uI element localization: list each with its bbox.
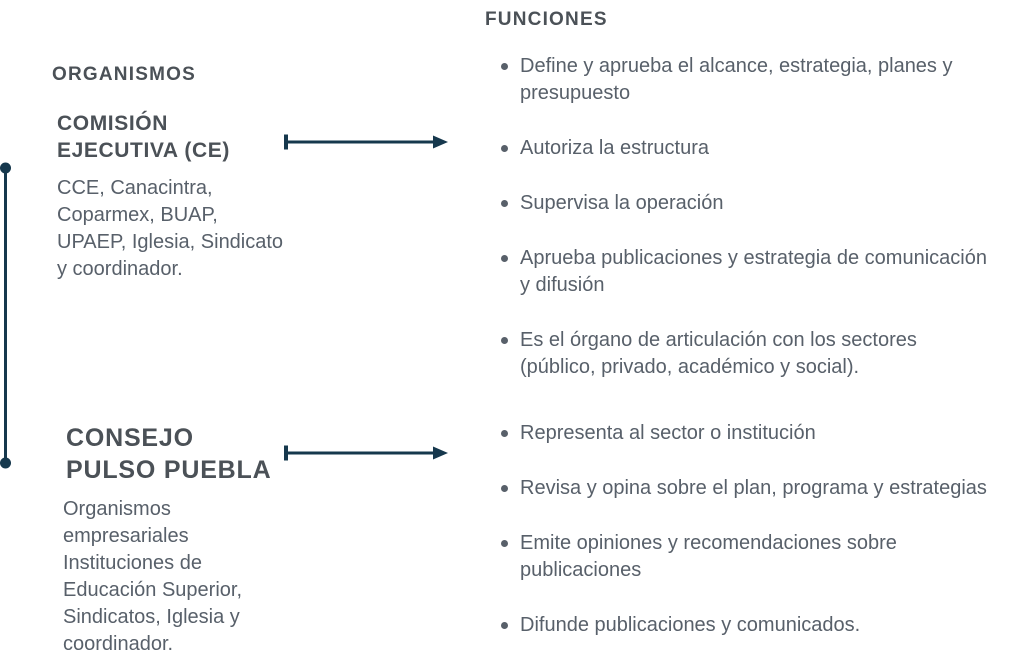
org-title-line: PULSO PUEBLA — [66, 456, 272, 484]
function-item: Difunde publicaciones y comunicados. — [487, 612, 992, 639]
function-item: Es el órgano de articulación con los sec… — [487, 327, 992, 381]
bracket-top-dot — [0, 162, 11, 174]
org-description-line: coordinador. — [63, 633, 174, 655]
org-title-line: COMISIÓN — [57, 112, 168, 135]
arrowhead-icon — [433, 135, 448, 149]
functions-list-consejo-pulso-puebla: Representa al sector o institución Revis… — [487, 420, 992, 667]
function-item: Representa al sector o institución — [487, 420, 992, 447]
org-description-consejo-pulso-puebla: Organismos empresariales Instituciones d… — [63, 496, 242, 658]
org-description-line: y coordinador. — [57, 258, 183, 280]
org-description-line: UPAEP, Iglesia, Sindicato — [57, 231, 284, 253]
connector-arrow-ce — [284, 134, 448, 150]
org-description-line: CCE, Canacintra, — [57, 177, 213, 199]
functions-list-comision-ejecutiva: Define y aprueba el alcance, estrategia,… — [487, 53, 992, 409]
org-title-consejo-pulso-puebla: CONSEJO PULSO PUEBLA — [66, 422, 271, 486]
org-title-line: EJECUTIVA (CE) — [57, 139, 230, 162]
org-description-line: Coparmex, BUAP, — [57, 204, 218, 226]
org-title-comision-ejecutiva: COMISIÓN EJECUTIVA (CE) — [57, 110, 230, 164]
organisms-column-header: ORGANISMOS — [52, 64, 196, 85]
bracket-line — [0, 162, 11, 469]
org-title-line: CONSEJO — [66, 424, 194, 452]
arrowhead-icon — [433, 446, 448, 460]
function-item: Revisa y opina sobre el plan, programa y… — [487, 475, 992, 502]
function-item: Supervisa la operación — [487, 190, 992, 217]
function-item: Autoriza la estructura — [487, 135, 992, 162]
org-description-line: Educación Superior, — [63, 579, 243, 601]
org-description-line: Sindicatos, Iglesia y — [63, 606, 240, 628]
bracket-bottom-dot — [0, 457, 11, 469]
connector-arrow-consejo — [284, 445, 448, 461]
org-description-line: Organismos — [63, 498, 171, 520]
function-item: Define y aprueba el alcance, estrategia,… — [487, 53, 992, 107]
org-description-line: Instituciones de — [63, 552, 202, 574]
function-item: Emite opiniones y recomendaciones sobre … — [487, 530, 992, 584]
functions-column-header: FUNCIONES — [485, 9, 608, 30]
org-description-comision-ejecutiva: CCE, Canacintra, Coparmex, BUAP, UPAEP, … — [57, 175, 283, 283]
org-description-line: empresariales — [63, 525, 189, 547]
function-item: Aprueba publicaciones y estrategia de co… — [487, 245, 992, 299]
